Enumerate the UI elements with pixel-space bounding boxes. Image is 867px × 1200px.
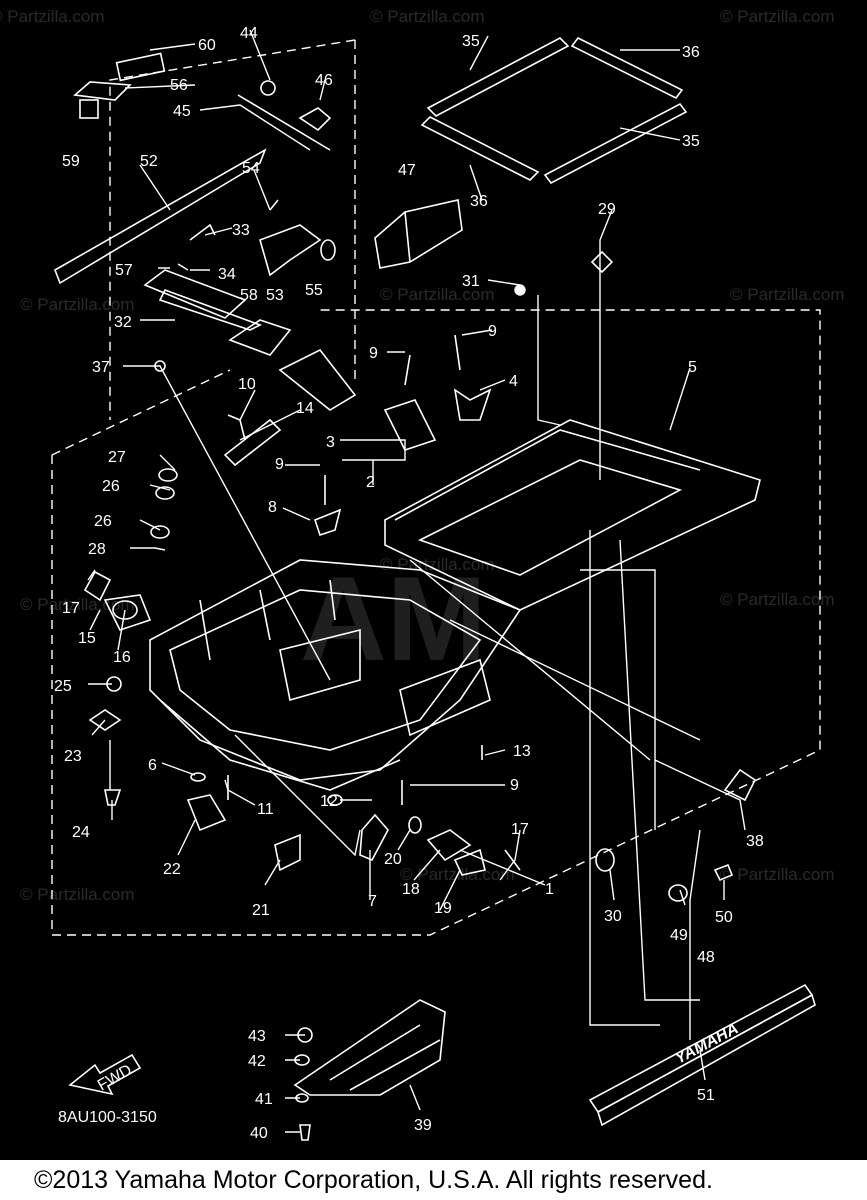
part-label: 59 bbox=[62, 153, 80, 170]
part-label: 40 bbox=[250, 1125, 268, 1142]
part-label: 60 bbox=[198, 37, 216, 54]
decal-strip: YAMAHA bbox=[588, 983, 816, 1127]
bracket-39 bbox=[293, 999, 446, 1141]
part-label: 31 bbox=[462, 273, 480, 290]
part-label: 56 bbox=[170, 77, 188, 94]
part-label: 54 bbox=[242, 160, 260, 177]
part-label: 36 bbox=[470, 193, 488, 210]
part-label: 51 bbox=[697, 1087, 715, 1104]
part-label: 9 bbox=[488, 323, 497, 340]
part-label: 57 bbox=[115, 262, 133, 279]
part-label: 24 bbox=[72, 824, 90, 841]
part-label: 28 bbox=[88, 541, 106, 558]
part-label: 34 bbox=[218, 266, 236, 283]
part-label: 46 bbox=[315, 72, 333, 89]
part-label: 36 bbox=[682, 44, 700, 61]
part-label: 43 bbox=[248, 1028, 266, 1045]
part-label: 35 bbox=[462, 33, 480, 50]
fwd-arrow-label: FWD bbox=[95, 1062, 135, 1095]
part-label: 26 bbox=[102, 478, 120, 495]
decal-text: YAMAHA bbox=[672, 1020, 741, 1067]
part-label: 18 bbox=[402, 881, 420, 898]
svg-text:© Partzilla.com: © Partzilla.com bbox=[20, 295, 135, 314]
part-label: 35 bbox=[682, 133, 700, 150]
parts-diagram: © Partzilla.com © Partzilla.com © Partzi… bbox=[0, 0, 867, 1160]
part-label: 52 bbox=[140, 153, 158, 170]
part-label: 8 bbox=[268, 499, 277, 516]
frame-body bbox=[149, 419, 761, 791]
svg-text:© Partzilla.com: © Partzilla.com bbox=[720, 590, 835, 609]
part-label: 48 bbox=[697, 949, 715, 966]
part-label: 38 bbox=[746, 833, 764, 850]
part-label: 27 bbox=[108, 449, 126, 466]
assembly-outlines bbox=[51, 39, 821, 936]
seat-rails bbox=[420, 36, 688, 185]
part-label: 5 bbox=[688, 359, 697, 376]
part-label: 12 bbox=[320, 793, 338, 810]
part-label: 9 bbox=[369, 345, 378, 362]
svg-text:© Partzilla.com: © Partzilla.com bbox=[730, 285, 845, 304]
part-label: 11 bbox=[257, 801, 274, 818]
part-label: 26 bbox=[94, 513, 112, 530]
part-label: 49 bbox=[670, 927, 688, 944]
part-label: 32 bbox=[114, 314, 132, 331]
background-logo: AM bbox=[300, 552, 487, 686]
leader-lines bbox=[87, 29, 746, 1133]
watermark-layer: © Partzilla.com © Partzilla.com © Partzi… bbox=[0, 7, 845, 904]
part-label: 1 bbox=[545, 881, 554, 898]
part-label: 17 bbox=[62, 600, 80, 617]
part-label: 55 bbox=[305, 282, 323, 299]
part-label: 14 bbox=[296, 400, 314, 417]
drawing-code: 8AU100-3150 bbox=[58, 1109, 157, 1126]
part-label: 58 bbox=[240, 287, 258, 304]
part-label: 16 bbox=[113, 649, 131, 666]
part-label: 2 bbox=[366, 474, 375, 491]
part-label: 9 bbox=[275, 456, 284, 473]
part-label: 9 bbox=[510, 777, 519, 794]
part-label: 15 bbox=[78, 630, 96, 647]
part-label: 53 bbox=[266, 287, 284, 304]
small-parts bbox=[54, 52, 757, 902]
part-label: 7 bbox=[368, 893, 377, 910]
part-labels: 60 44 46 35 36 56 45 35 59 52 47 36 54 3… bbox=[54, 25, 764, 1142]
part-label: 4 bbox=[509, 373, 518, 390]
part-label: 41 bbox=[255, 1091, 273, 1108]
part-label: 19 bbox=[434, 900, 452, 917]
part-label: 3 bbox=[326, 434, 335, 451]
part-label: 39 bbox=[414, 1117, 432, 1134]
part-label: 20 bbox=[384, 851, 402, 868]
svg-text:© Partzilla.com: © Partzilla.com bbox=[720, 865, 835, 884]
part-label: 42 bbox=[248, 1053, 266, 1070]
part-label: 22 bbox=[163, 861, 181, 878]
svg-text:© Partzilla.com: © Partzilla.com bbox=[20, 885, 135, 904]
part-label: 47 bbox=[398, 162, 416, 179]
part-label: 6 bbox=[148, 757, 157, 774]
part-label: 37 bbox=[92, 359, 110, 376]
svg-text:© Partzilla.com: © Partzilla.com bbox=[380, 285, 495, 304]
svg-text:© Partzilla.com: © Partzilla.com bbox=[720, 7, 835, 26]
part-label: 50 bbox=[715, 909, 733, 926]
fwd-arrow: FWD bbox=[68, 1053, 142, 1096]
part-label: 44 bbox=[240, 25, 258, 42]
svg-text:© Partzilla.com: © Partzilla.com bbox=[370, 7, 485, 26]
part-label: 17 bbox=[511, 821, 529, 838]
part-label: 13 bbox=[513, 743, 531, 760]
svg-text:© Partzilla.com: © Partzilla.com bbox=[0, 7, 105, 26]
tool-kit bbox=[374, 199, 463, 269]
part-label: 23 bbox=[64, 748, 82, 765]
part-label: 45 bbox=[173, 103, 191, 120]
part-label: 30 bbox=[604, 908, 622, 925]
part-label: 29 bbox=[598, 201, 616, 218]
part-label: 21 bbox=[252, 902, 270, 919]
part-label: 33 bbox=[232, 222, 250, 239]
copyright-text: ©2013 Yamaha Motor Corporation, U.S.A. A… bbox=[34, 1166, 713, 1194]
part-label: 10 bbox=[238, 376, 256, 393]
footer: ©2013 Yamaha Motor Corporation, U.S.A. A… bbox=[0, 1160, 867, 1200]
part-label: 25 bbox=[54, 678, 72, 695]
